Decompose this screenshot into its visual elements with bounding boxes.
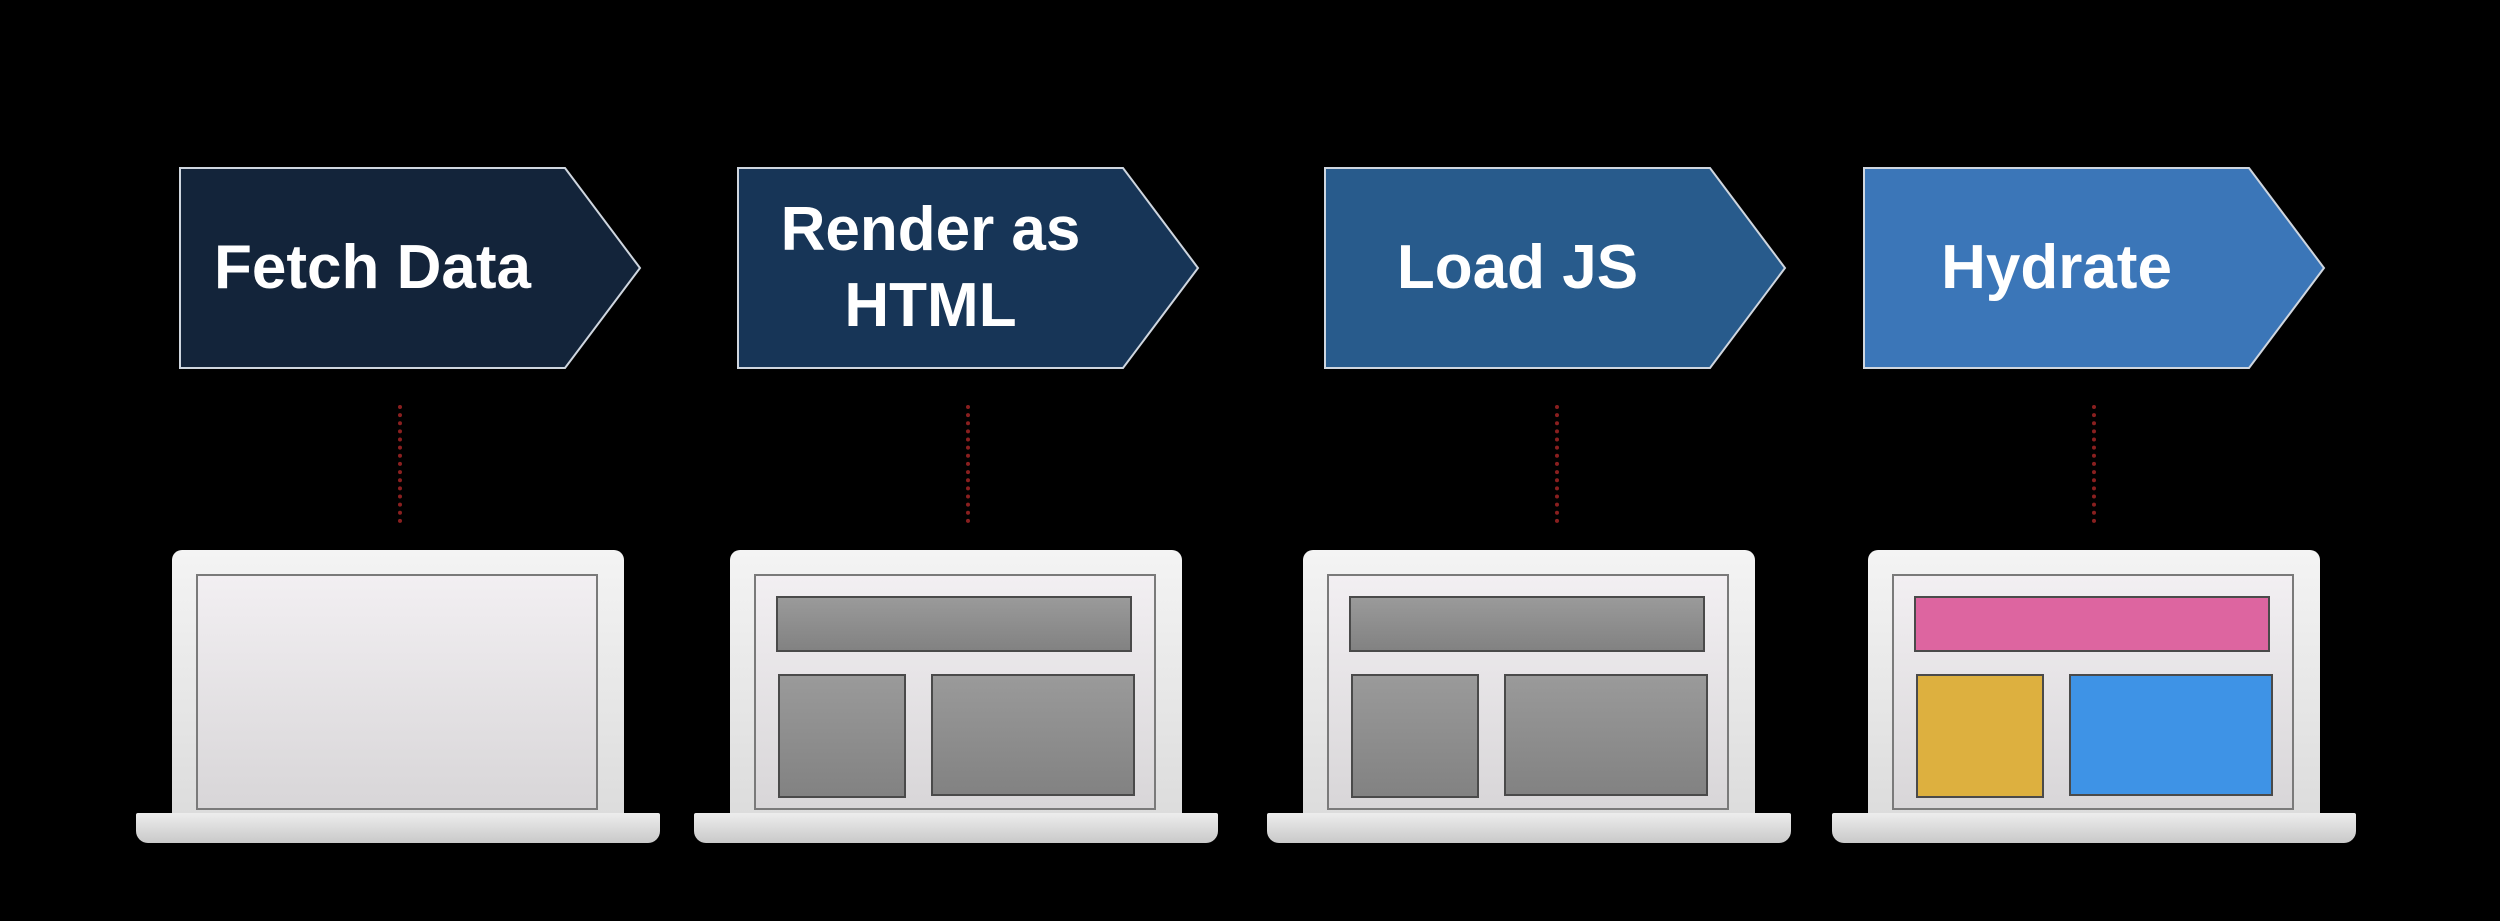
- connector-line: [966, 405, 970, 523]
- stage-load-js: Load JS: [1267, 0, 1805, 921]
- stage-hydrate: Hydrate: [1832, 0, 2356, 921]
- step-arrow-hydrate: Hydrate: [1863, 167, 2326, 369]
- connector-line: [1555, 405, 1559, 523]
- step-label: Load JS: [1396, 233, 1639, 302]
- page-header-block: [776, 596, 1132, 652]
- laptop-lid: [1868, 550, 2320, 818]
- laptop-base: [1832, 813, 2356, 843]
- laptop-lid: [1303, 550, 1755, 818]
- laptop-icon: [694, 550, 1218, 845]
- page-sidebar-block: [778, 674, 906, 798]
- page-header-block-hydrated: [1914, 596, 2270, 652]
- arrow-shape: [179, 167, 642, 369]
- laptop-lid: [730, 550, 1182, 818]
- step-label: Fetch Data: [214, 233, 531, 302]
- connector-line: [2092, 405, 2096, 523]
- page-header-block: [1349, 596, 1705, 652]
- page-main-block: [1504, 674, 1708, 796]
- arrow-shape: [737, 167, 1200, 369]
- laptop-icon: [136, 550, 660, 845]
- step-label: Hydrate: [1941, 233, 2172, 302]
- laptop-screen-rendered: [754, 574, 1156, 810]
- arrow-shape: [1324, 167, 1787, 369]
- page-main-block: [931, 674, 1135, 796]
- arrow-fill: [1324, 167, 1787, 369]
- laptop-icon: [1267, 550, 1791, 845]
- arrow-fill: [1863, 167, 2326, 369]
- laptop-base: [136, 813, 660, 843]
- laptop-lid: [172, 550, 624, 818]
- step-label: Render as HTML: [780, 195, 1081, 340]
- step-arrow-load-js: Load JS: [1324, 167, 1787, 369]
- stage-render-as-html: Render as HTML: [694, 0, 1218, 921]
- laptop-screen-rendered: [1327, 574, 1729, 810]
- arrow-fill: [737, 167, 1200, 369]
- step-arrow-fetch-data: Fetch Data: [179, 167, 642, 369]
- laptop-base: [694, 813, 1218, 843]
- stage-fetch-data: Fetch Data: [136, 0, 660, 921]
- page-sidebar-block-hydrated: [1916, 674, 2044, 798]
- laptop-screen-hydrated: [1892, 574, 2294, 810]
- page-main-block-hydrated: [2069, 674, 2273, 796]
- arrow-fill: [179, 167, 642, 369]
- laptop-icon: [1832, 550, 2356, 845]
- connector-line: [398, 405, 402, 523]
- laptop-base: [1267, 813, 1791, 843]
- step-arrow-render-as-html: Render as HTML: [737, 167, 1200, 369]
- arrow-shape: [1863, 167, 2326, 369]
- laptop-screen-empty: [196, 574, 598, 810]
- page-sidebar-block: [1351, 674, 1479, 798]
